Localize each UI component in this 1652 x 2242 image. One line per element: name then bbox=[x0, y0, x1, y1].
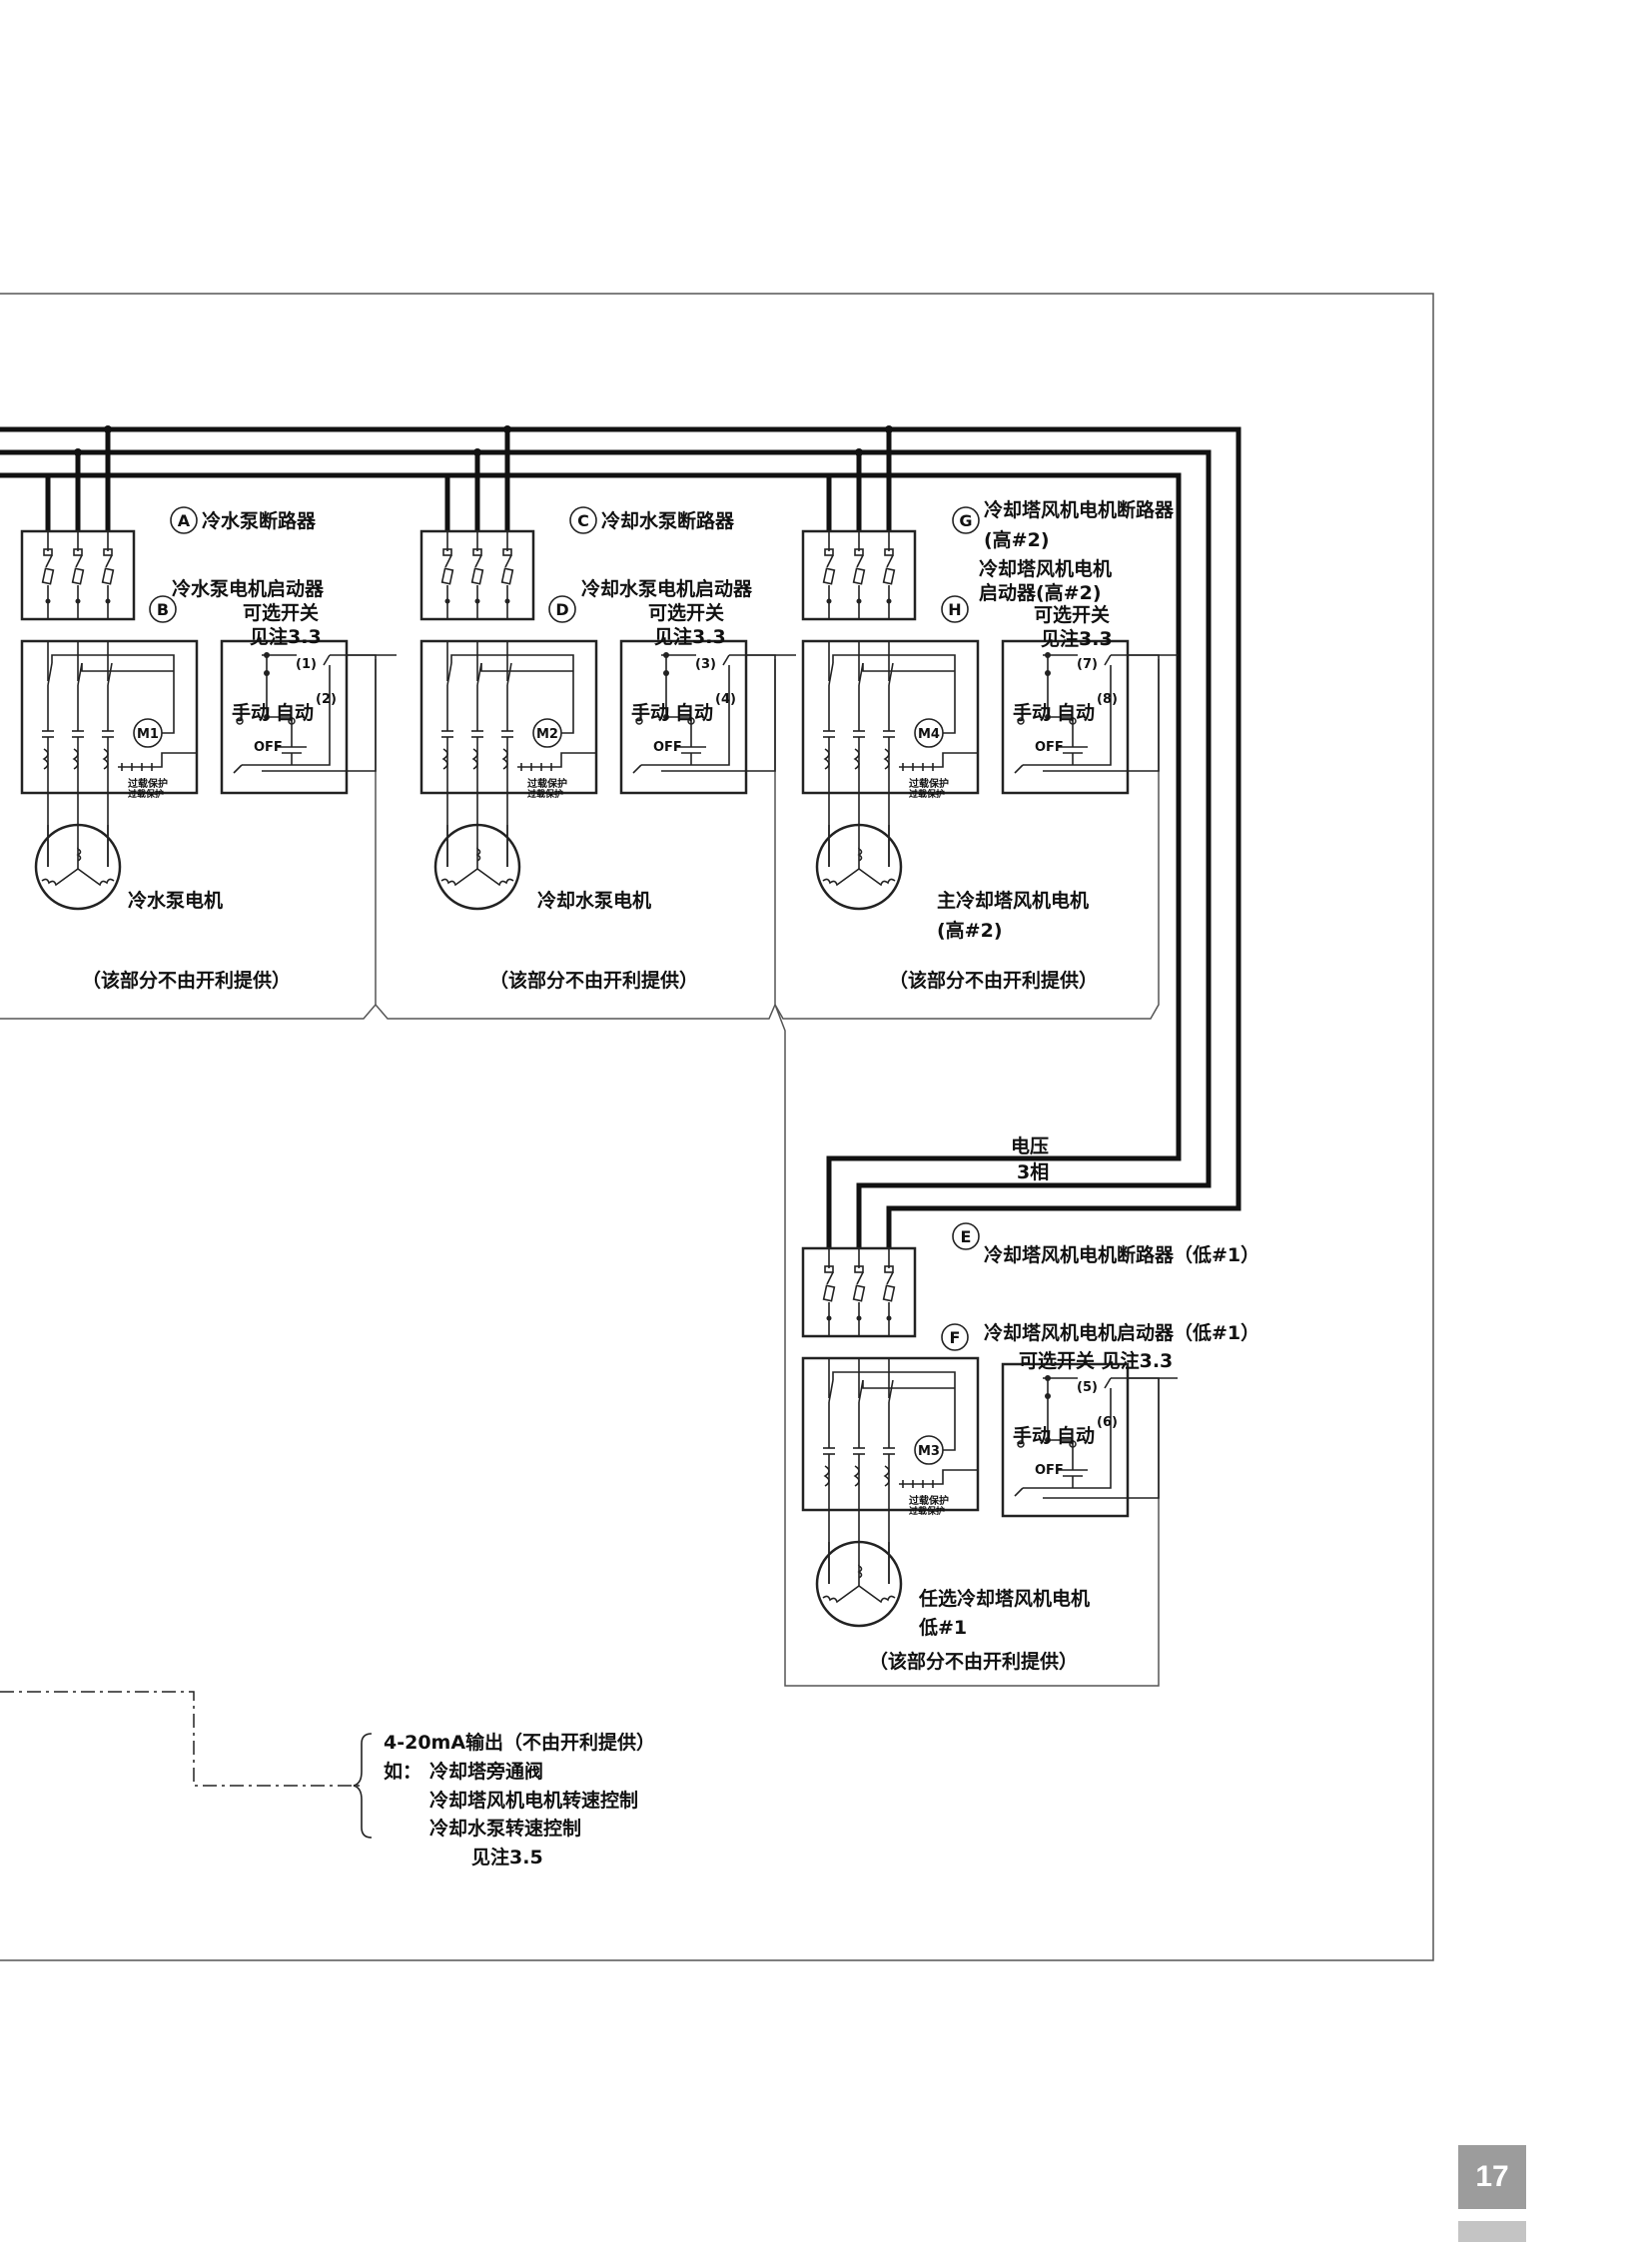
starter-h-note: 见注3.3 bbox=[1041, 627, 1113, 650]
starter-f-letter: F bbox=[950, 1328, 961, 1347]
motor-m4-tag: M4 bbox=[918, 727, 940, 742]
breaker-e-letter: E bbox=[961, 1227, 972, 1246]
motor-m3-label: 任选冷却塔风机电机 bbox=[918, 1587, 1090, 1610]
starter-d-note: 见注3.3 bbox=[654, 625, 726, 648]
not-provided-4: （该部分不由开利提供） bbox=[869, 1650, 1078, 1673]
page-tab bbox=[1458, 2221, 1526, 2242]
switch-1-auto: 自动 bbox=[276, 701, 314, 724]
motor-m3-tag: M3 bbox=[918, 1444, 940, 1459]
section-frames bbox=[0, 659, 1160, 1687]
starter-h-label: 冷却塔风机电机 bbox=[979, 557, 1112, 580]
motor-m1-tag: M1 bbox=[137, 727, 159, 742]
switch-3-auto: 自动 bbox=[1057, 701, 1095, 724]
analog-output-prefix: 如： bbox=[384, 1760, 421, 1783]
analog-output-item-1: 冷却塔旁通阀 bbox=[429, 1760, 543, 1783]
motor-m3-label-2: 低#1 bbox=[918, 1616, 967, 1639]
starter-f-switch-note: 可选开关 见注3.3 bbox=[1019, 1349, 1173, 1372]
power-bus bbox=[0, 426, 1241, 1248]
terminal-4: (4) bbox=[715, 692, 736, 707]
starter-b-note: 见注3.3 bbox=[250, 625, 322, 648]
terminal-1: (1) bbox=[296, 657, 317, 672]
starter-d-letter: D bbox=[555, 600, 568, 619]
motor-m4-label-2: (高#2) bbox=[937, 919, 1003, 942]
terminal-2: (2) bbox=[316, 692, 337, 707]
overload-2: 过载保护 bbox=[527, 788, 563, 800]
terminal-7: (7) bbox=[1077, 657, 1098, 672]
switch-4-auto: 自动 bbox=[1057, 1424, 1095, 1447]
not-provided-2: （该部分不由开利提供） bbox=[489, 969, 698, 992]
analog-output-line bbox=[0, 1691, 360, 1787]
motor-m2-tag: M2 bbox=[536, 727, 558, 742]
switch-3-off: OFF bbox=[1035, 740, 1064, 755]
starter-f-label: 冷却塔风机电机启动器（低#1） bbox=[984, 1321, 1259, 1344]
switch-3-manual: 手动 bbox=[1013, 701, 1051, 724]
switch-2-auto: 自动 bbox=[675, 701, 713, 724]
supply-voltage: 电压 bbox=[1011, 1134, 1049, 1157]
page-number: 17 bbox=[1458, 2145, 1526, 2209]
motor-m2-label: 冷却水泵电机 bbox=[537, 889, 651, 912]
breaker-e-label: 冷却塔风机电机断路器（低#1） bbox=[984, 1243, 1259, 1266]
overload-1: 过载保护 bbox=[128, 788, 164, 800]
switch-2-off: OFF bbox=[653, 740, 682, 755]
switch-4-manual: 手动 bbox=[1013, 1424, 1051, 1447]
analog-output-item-3: 冷却水泵转速控制 bbox=[429, 1817, 581, 1840]
terminal-5: (5) bbox=[1077, 1380, 1098, 1395]
overload-4: 过载保护 bbox=[909, 1505, 945, 1517]
breaker-g-letter: G bbox=[959, 511, 972, 530]
analog-output-note: 见注3.5 bbox=[471, 1846, 543, 1868]
breaker-c-letter: C bbox=[577, 511, 589, 530]
terminal-6: (6) bbox=[1097, 1415, 1118, 1430]
breaker-c-label: 冷却水泵断路器 bbox=[601, 509, 735, 532]
switch-4-off: OFF bbox=[1035, 1463, 1064, 1478]
switch-1-manual: 手动 bbox=[232, 701, 270, 724]
breaker-g-label: 冷却塔风机电机断路器 bbox=[984, 498, 1175, 521]
switch-2-manual: 手动 bbox=[631, 701, 669, 724]
motor-m1-label: 冷水泵电机 bbox=[128, 889, 223, 912]
not-provided-1: （该部分不由开利提供） bbox=[82, 969, 291, 992]
overload-3: 过载保护 bbox=[909, 788, 945, 800]
starter-b-letter: B bbox=[157, 600, 169, 619]
terminal-3: (3) bbox=[695, 657, 716, 672]
analog-output-title: 4-20mA输出（不由开利提供） bbox=[384, 1731, 655, 1754]
starter-d-label: 冷却水泵电机启动器 bbox=[581, 577, 753, 600]
starter-h-letter: H bbox=[948, 600, 961, 619]
starter-d-switch: 可选开关 bbox=[648, 601, 724, 624]
outer-frame bbox=[0, 293, 1434, 1961]
breaker-a-label: 冷水泵断路器 bbox=[202, 509, 317, 532]
starter-b-switch: 可选开关 bbox=[243, 601, 319, 624]
breaker-a-letter: A bbox=[178, 511, 191, 530]
motor-m4-label: 主冷却塔风机电机 bbox=[937, 889, 1089, 912]
supply-phase: 3相 bbox=[1017, 1161, 1049, 1183]
starter-h-label-2: 启动器(高#2) bbox=[979, 581, 1102, 604]
terminal-8: (8) bbox=[1097, 692, 1118, 707]
analog-output-brace bbox=[353, 1733, 373, 1839]
breaker-g-label-2: (高#2) bbox=[984, 528, 1050, 551]
analog-output-item-2: 冷却塔风机电机转速控制 bbox=[429, 1789, 638, 1812]
not-provided-3: （该部分不由开利提供） bbox=[889, 969, 1098, 992]
starter-b-label: 冷水泵电机启动器 bbox=[172, 577, 325, 600]
starter-h-switch: 可选开关 bbox=[1034, 603, 1110, 626]
switch-1-off: OFF bbox=[254, 740, 283, 755]
